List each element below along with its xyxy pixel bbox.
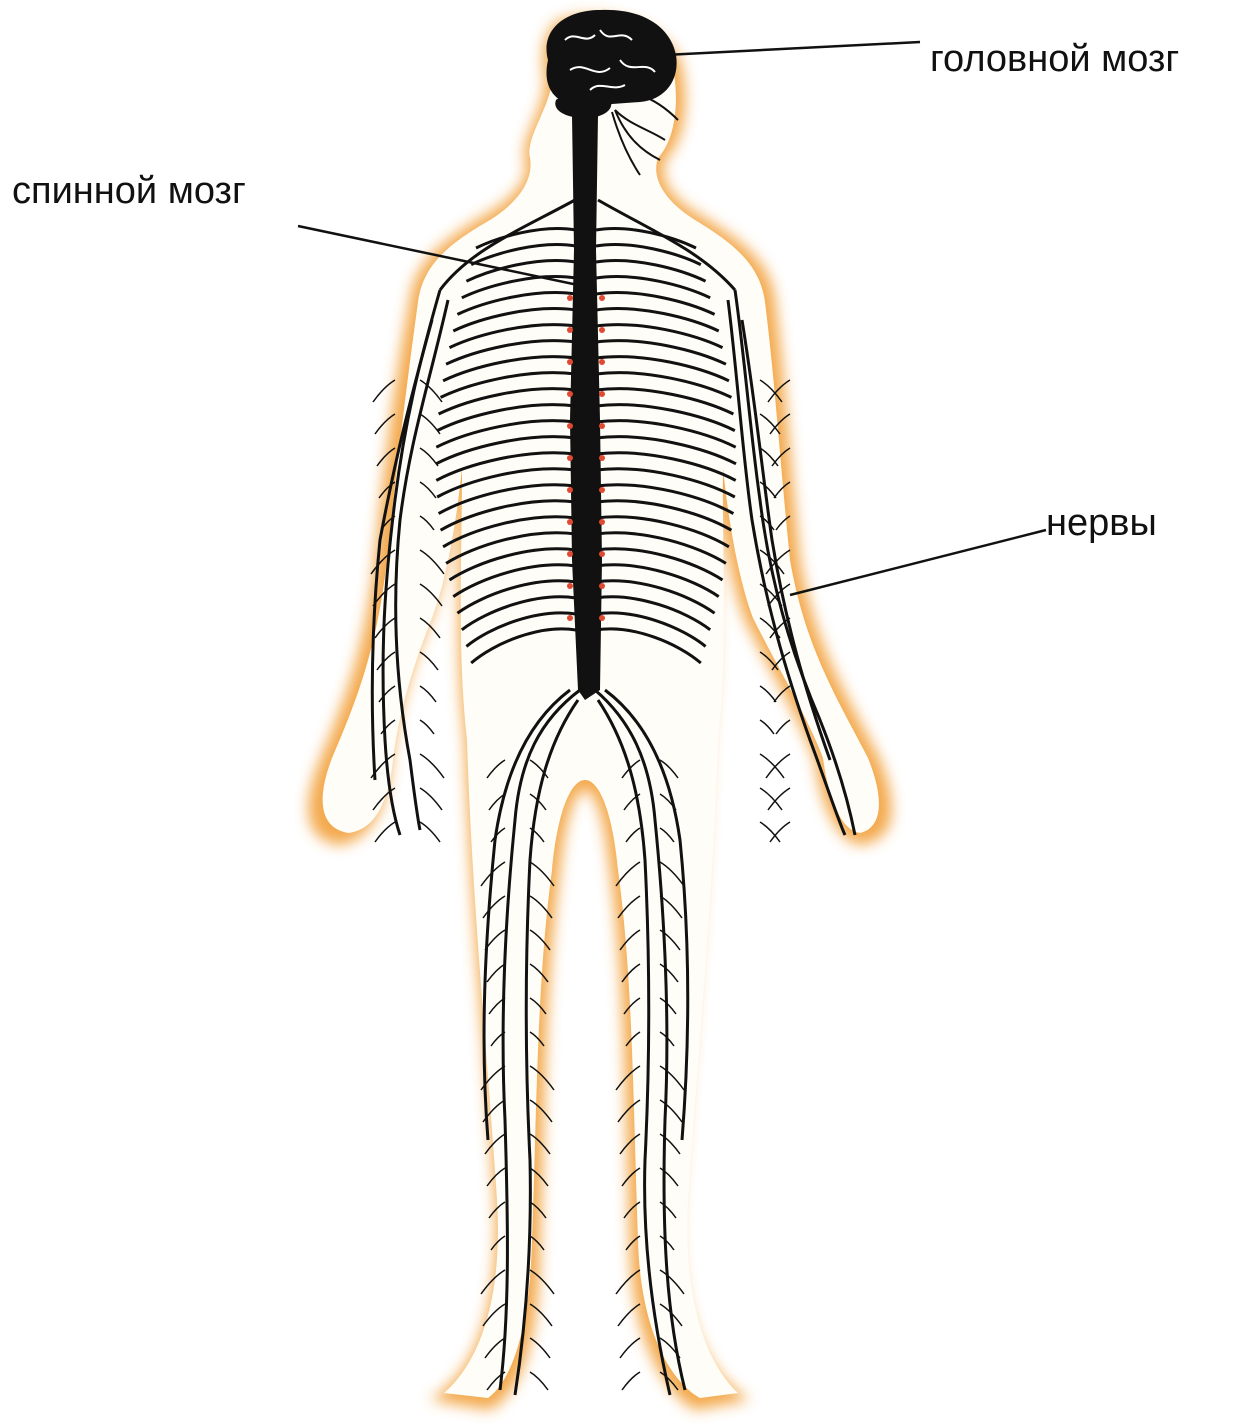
ganglion bbox=[599, 455, 605, 461]
nerve-branch bbox=[620, 1338, 640, 1358]
ganglion bbox=[599, 615, 605, 621]
nerve-branch bbox=[530, 1372, 548, 1390]
nerve-branch bbox=[622, 1372, 640, 1390]
ganglion bbox=[599, 327, 605, 333]
ganglion bbox=[567, 423, 573, 429]
nerve-branch bbox=[776, 720, 790, 734]
ganglion bbox=[567, 615, 573, 621]
ganglion bbox=[599, 487, 605, 493]
nerve-branch bbox=[766, 754, 790, 778]
ganglion bbox=[599, 359, 605, 365]
nerve-branch bbox=[420, 652, 438, 670]
ganglion bbox=[567, 295, 573, 301]
leader-line-brain bbox=[665, 42, 920, 55]
ganglion bbox=[599, 423, 605, 429]
ganglion bbox=[567, 455, 573, 461]
nerve-branch bbox=[760, 720, 774, 734]
body-silhouette bbox=[308, 16, 891, 1410]
nerve-branch bbox=[420, 720, 434, 734]
ganglion bbox=[599, 295, 605, 301]
nerve-branch bbox=[760, 754, 784, 778]
ganglion bbox=[567, 519, 573, 525]
brain-shape bbox=[547, 10, 677, 108]
nerve-branch bbox=[770, 822, 790, 842]
ganglion bbox=[567, 583, 573, 589]
nerve-branch bbox=[420, 822, 440, 842]
nerve-branch bbox=[420, 686, 436, 702]
ganglion bbox=[567, 551, 573, 557]
label-spinal-cord: спинной мозг bbox=[12, 172, 246, 210]
ganglion bbox=[567, 327, 573, 333]
label-brain: головной мозг bbox=[930, 40, 1179, 78]
leader-line-nerves bbox=[790, 530, 1046, 595]
nerve-branch bbox=[420, 754, 444, 778]
label-nerves: нервы bbox=[1046, 504, 1157, 542]
nerve-branch bbox=[530, 1338, 550, 1358]
ganglion bbox=[599, 391, 605, 397]
ganglion bbox=[567, 359, 573, 365]
ganglion bbox=[599, 551, 605, 557]
nerve-branch bbox=[760, 822, 780, 842]
ganglion bbox=[567, 391, 573, 397]
nerve-branch bbox=[420, 788, 442, 810]
nerve-branch bbox=[373, 380, 395, 402]
ganglion bbox=[567, 487, 573, 493]
nerve-branch bbox=[760, 686, 776, 702]
ganglion bbox=[599, 519, 605, 525]
nerve-branch bbox=[375, 822, 395, 842]
ganglion bbox=[599, 583, 605, 589]
